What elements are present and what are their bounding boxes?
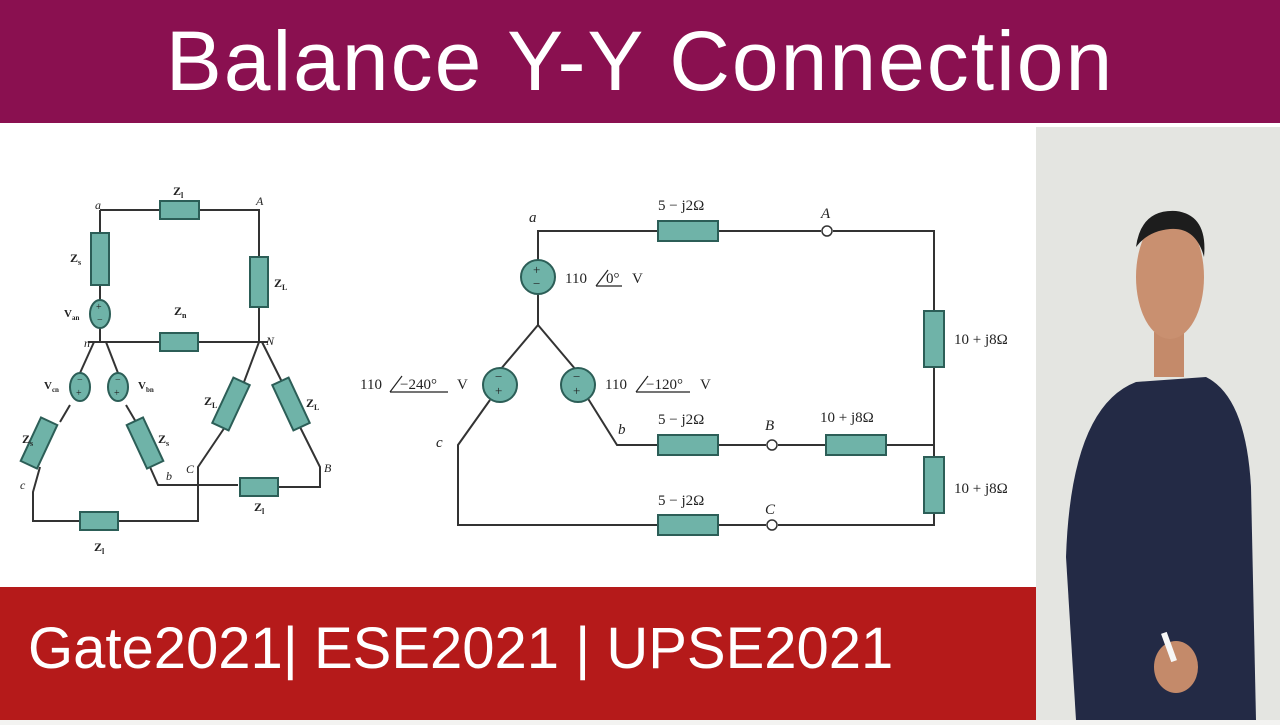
source-c-label: 110 −240° V [360, 375, 468, 393]
terminal-A [821, 225, 833, 237]
source-a-label: 110 0° V [565, 269, 643, 287]
title-banner: Balance Y-Y Connection [0, 0, 1280, 123]
vbn-label: Vbn [138, 380, 154, 394]
load-impedance-A-label: 10 + j8Ω [954, 332, 1008, 348]
node-c-label: c [436, 435, 443, 451]
node-B-label: B [765, 418, 774, 434]
load-impedance-B [825, 434, 887, 456]
svg-text:110: 110 [360, 377, 382, 393]
node-A-label: A [255, 194, 264, 208]
zs-c-resistor [19, 416, 59, 470]
line-impedance-c [657, 514, 719, 536]
node-N-label: N [265, 334, 275, 348]
svg-text:−: − [77, 375, 83, 386]
node-b-label: b [166, 469, 172, 483]
zs-a-label: Zs [70, 251, 81, 267]
node-C-label: C [186, 462, 195, 476]
zl-top-label: Zl [173, 184, 184, 200]
svg-text:110: 110 [605, 377, 627, 393]
node-B-label: B [324, 461, 332, 475]
presenter-shirt [1066, 377, 1256, 720]
node-n-label: n [84, 336, 90, 350]
diagram-area: + − − + − + a A n N b B c C Zl Zs ZL Zn … [0, 127, 1036, 587]
zl-ca-resistor [210, 376, 252, 432]
terminal-B [766, 439, 778, 451]
exam-tags: Gate2021| ESE2021 | UPSE2021 [28, 616, 894, 681]
footer-banner: Gate2021| ESE2021 | UPSE2021 [0, 587, 1036, 720]
svg-text:+: + [96, 302, 102, 313]
zl-ab-resistor [270, 376, 312, 432]
node-b-label: b [618, 422, 626, 438]
van-label: Van [64, 308, 79, 322]
svg-text:V: V [457, 377, 468, 393]
page-title: Balance Y-Y Connection [165, 14, 1115, 108]
left-circuit-diagram: + − − + − + a A n N b B c C Zl Zs ZL Zn … [19, 184, 332, 556]
zn-resistor [159, 332, 199, 352]
svg-text:−240°: −240° [400, 377, 437, 393]
vcn-label: Vcn [44, 380, 59, 394]
svg-text:V: V [632, 271, 643, 287]
zl-ca-label: ZL [204, 394, 217, 410]
presenter-neck [1154, 332, 1184, 377]
vcn-source-icon [69, 372, 91, 402]
right-circuit-diagram: + − − + − + a A b B c C 5 − j2Ω 5 − j2Ω … [360, 198, 1008, 536]
svg-text:−120°: −120° [646, 377, 683, 393]
line-impedance-b [657, 434, 719, 456]
zl-a-resistor [249, 256, 269, 308]
line-impedance-a-label: 5 − j2Ω [658, 198, 704, 214]
presenter-hand [1154, 641, 1198, 693]
line-impedance-a [657, 220, 719, 242]
svg-text:−: − [495, 369, 502, 384]
circuit-diagrams: + − − + − + a A n N b B c C Zl Zs ZL Zn … [19, 184, 1008, 556]
presenter-head [1136, 215, 1204, 339]
node-A-label: A [820, 206, 831, 222]
svg-text:+: + [533, 262, 540, 277]
svg-text:−: − [533, 276, 540, 291]
source-b-label: 110 −120° V [605, 375, 711, 393]
vbn-source-icon [107, 372, 129, 402]
zs-b-resistor [125, 416, 165, 470]
zl-bottom-label: Zl [94, 540, 105, 556]
svg-text:−: − [115, 375, 121, 386]
zs-a-resistor [90, 232, 110, 286]
node-a-label: a [95, 198, 101, 212]
source-a-icon [520, 259, 556, 295]
node-c-label: c [20, 478, 26, 492]
load-impedance-C-label: 10 + j8Ω [954, 481, 1008, 497]
svg-text:V: V [700, 377, 711, 393]
svg-text:−: − [97, 315, 103, 326]
load-impedance-C [923, 456, 945, 514]
van-source-icon [89, 299, 111, 329]
zs-b-label: Zs [158, 432, 169, 448]
presenter-video-panel [1036, 127, 1280, 720]
svg-text:−: − [573, 369, 580, 384]
svg-text:+: + [495, 383, 502, 398]
presenter-figure [1066, 210, 1256, 720]
zl-top-resistor [159, 200, 200, 220]
node-C-label: C [765, 502, 776, 518]
line-impedance-c-label: 5 − j2Ω [658, 493, 704, 509]
svg-text:+: + [114, 388, 120, 399]
zs-c-label: Zs [22, 432, 33, 448]
svg-text:+: + [573, 383, 580, 398]
divider [0, 123, 1280, 127]
presenter-hair [1136, 210, 1205, 257]
zl-ab-label: ZL [306, 396, 319, 412]
node-a-label: a [529, 210, 537, 226]
svg-text:110: 110 [565, 271, 587, 287]
line-impedance-b-label: 5 − j2Ω [658, 412, 704, 428]
zl-bc-label: Zl [254, 500, 265, 516]
marker-icon [1161, 631, 1177, 663]
load-impedance-B-label: 10 + j8Ω [820, 410, 874, 426]
zl-a-label: ZL [274, 276, 287, 292]
svg-text:0°: 0° [606, 271, 620, 287]
terminal-C [766, 519, 778, 531]
zn-label: Zn [174, 304, 187, 320]
source-c-icon [482, 367, 518, 403]
load-impedance-A [923, 310, 945, 368]
source-b-icon [560, 367, 596, 403]
zl-bc-resistor [239, 477, 279, 497]
svg-text:+: + [76, 388, 82, 399]
zl-bottom-resistor [79, 511, 119, 531]
